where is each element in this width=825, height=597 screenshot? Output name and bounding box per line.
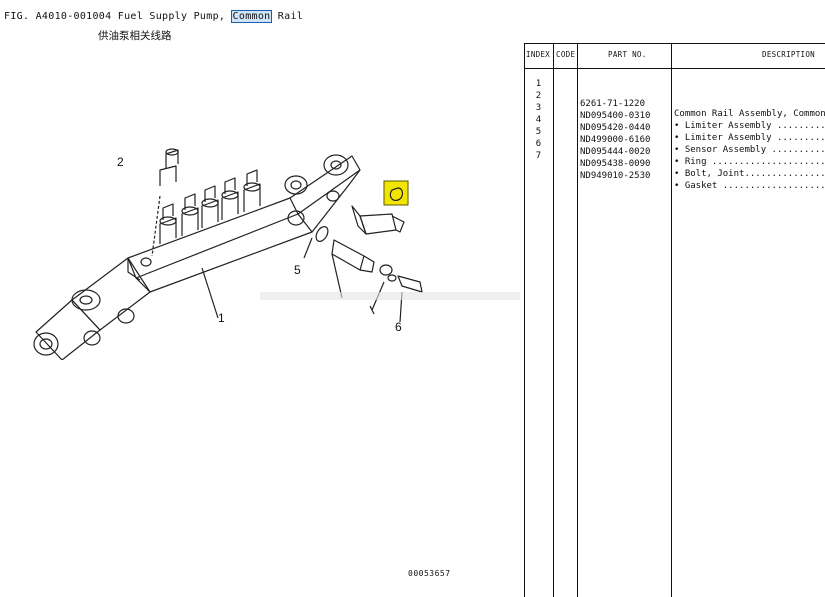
row-part-no[interactable]: 6261-71-1220 [580, 99, 646, 109]
row-index: 7 [535, 151, 542, 161]
row-index: 6 [535, 139, 542, 149]
row-description: Common Rail Assembly, Common [674, 109, 825, 119]
table-row[interactable]: 6 ND095438-0090 • Bolt, Joint...........… [524, 129, 825, 179]
table-row[interactable]: 3 ND095420-0440 • Limiter Assembly .....… [524, 93, 825, 143]
row-index: 3 [535, 103, 542, 113]
parts-table: INDEX CODE PART NO. DESCRIPTION 1 6261-7… [524, 43, 825, 597]
callout-6: 6 [395, 320, 402, 334]
header-code: CODE [556, 50, 576, 59]
sensor-assembly [351, 205, 405, 235]
o-ring [315, 226, 329, 242]
callout-2: 2 [117, 155, 124, 169]
row-part-no[interactable]: ND095400-0310 [580, 111, 651, 121]
header-description: DESCRIPTION [762, 50, 815, 59]
row-description: • Limiter Assembly ......... [674, 121, 825, 131]
figure-title-prefix: FIG. A4010-001004 Fuel Supply Pump, [4, 11, 232, 22]
figure-title: FIG. A4010-001004 Fuel Supply Pump, Comm… [4, 10, 304, 23]
header-part-no: PART NO. [608, 50, 647, 59]
row-index: 4 [535, 115, 542, 125]
row-description: • Bolt, Joint............... [674, 169, 825, 179]
parts-diagram: 2 1 5 6 [33, 148, 520, 360]
limiter-exploded-right [331, 239, 393, 299]
callout-5: 5 [294, 263, 301, 277]
figure-title-suffix: Rail [271, 11, 304, 22]
sensor-tag-icon [383, 180, 409, 206]
row-part-no[interactable]: ND095438-0090 [580, 159, 651, 169]
search-highlight[interactable]: Common [230, 10, 273, 23]
row-description: • Ring ...................... [674, 157, 825, 167]
row-part-no[interactable]: ND095444-0020 [580, 147, 651, 157]
rail-body [127, 197, 299, 279]
table-row[interactable]: 2 ND095400-0310 • Limiter Assembly .....… [524, 81, 825, 131]
row-index: 1 [535, 79, 542, 89]
limiter-nipples [159, 169, 261, 244]
table-row[interactable]: 7 ND949010-2530 • Gasket ...............… [524, 141, 825, 191]
table-row[interactable]: 1 6261-71-1220 Common Rail Assembly, Com… [524, 69, 825, 119]
exploded-limiter [151, 148, 179, 257]
row-index: 2 [535, 91, 542, 101]
row-part-no[interactable]: ND095420-0440 [580, 123, 651, 133]
drawing-number: 00053657 [408, 569, 451, 578]
row-part-no[interactable]: ND499000-6160 [580, 135, 651, 145]
header-index: INDEX [526, 50, 551, 59]
row-index: 5 [535, 127, 542, 137]
row-description: • Sensor Assembly .......... [674, 145, 825, 155]
table-row[interactable]: 4 ND499000-6160 • Sensor Assembly ......… [524, 105, 825, 155]
figure-subtitle: 供油泵相关线路 [98, 30, 172, 42]
row-description: • Limiter Assembly ......... [674, 133, 825, 143]
rail-left-end [71, 257, 151, 331]
row-part-no[interactable]: ND949010-2530 [580, 171, 651, 181]
table-row[interactable]: 5 ND095444-0020 • Ring .................… [524, 117, 825, 167]
row-description: • Gasket .................... [674, 181, 825, 191]
callout-1: 1 [218, 311, 225, 325]
